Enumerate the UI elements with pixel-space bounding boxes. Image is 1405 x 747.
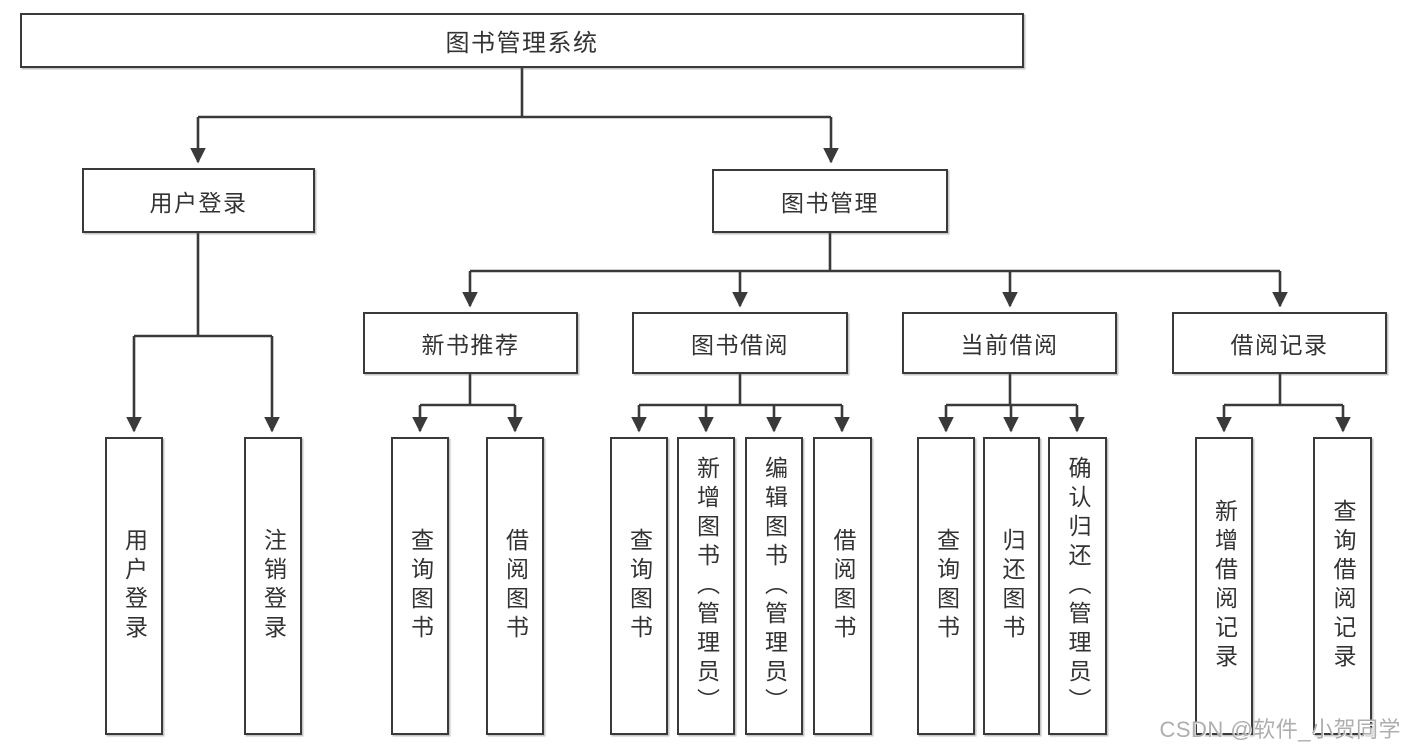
leaf-borrow-books-recommend: 借阅图书 [486, 437, 544, 735]
leaf-confirm-return-admin: 确认归还（管理员） [1048, 437, 1107, 735]
leaf-borrow-books-2: 借阅图书 [813, 437, 872, 735]
leaf-logout-login: 注销登录 [244, 437, 302, 735]
leaf-query-books-borrowing: 查询图书 [610, 437, 668, 735]
node-new-book-recommend: 新书推荐 [363, 312, 578, 374]
node-book-management: 图书管理 [712, 169, 948, 233]
leaf-confirm-return-admin-label: 确认归还（管理员） [1065, 455, 1091, 717]
leaf-add-book-admin-label: 新增图书（管理员） [693, 455, 720, 717]
leaf-add-book-admin: 新增图书（管理员） [677, 437, 735, 735]
leaf-query-borrow-record-label: 查询借阅记录 [1330, 499, 1356, 673]
node-book-borrowing: 图书借阅 [632, 312, 848, 374]
leaf-borrow-books-recommend-label: 借阅图书 [502, 528, 529, 644]
csdn-watermark: CSDN @软件_小贺同学 [1159, 717, 1401, 742]
leaf-query-books-current-label: 查询图书 [933, 528, 960, 644]
node-current-borrowing: 当前借阅 [902, 312, 1117, 374]
leaf-query-books-current: 查询图书 [917, 437, 975, 735]
leaf-return-books: 归还图书 [983, 437, 1040, 735]
node-borrow-records: 借阅记录 [1172, 312, 1387, 374]
leaf-add-borrow-record: 新增借阅记录 [1195, 437, 1253, 735]
leaf-query-borrow-record: 查询借阅记录 [1313, 437, 1372, 735]
leaf-add-borrow-record-label: 新增借阅记录 [1211, 499, 1238, 673]
leaf-borrow-books-2-label: 借阅图书 [830, 528, 856, 644]
leaf-edit-book-admin: 编辑图书（管理员） [745, 437, 803, 735]
leaf-logout-login-label: 注销登录 [260, 528, 287, 644]
leaf-query-books-recommend-label: 查询图书 [407, 528, 434, 644]
leaf-query-books-borrowing-label: 查询图书 [626, 528, 653, 644]
leaf-return-books-label: 归还图书 [999, 528, 1025, 644]
node-user-login: 用户登录 [82, 168, 315, 233]
leaf-query-books-recommend: 查询图书 [391, 437, 449, 735]
leaf-user-login: 用户登录 [105, 437, 163, 735]
node-library-management-system: 图书管理系统 [20, 13, 1024, 68]
leaf-edit-book-admin-label: 编辑图书（管理员） [761, 455, 788, 717]
leaf-user-login-label: 用户登录 [121, 528, 148, 644]
